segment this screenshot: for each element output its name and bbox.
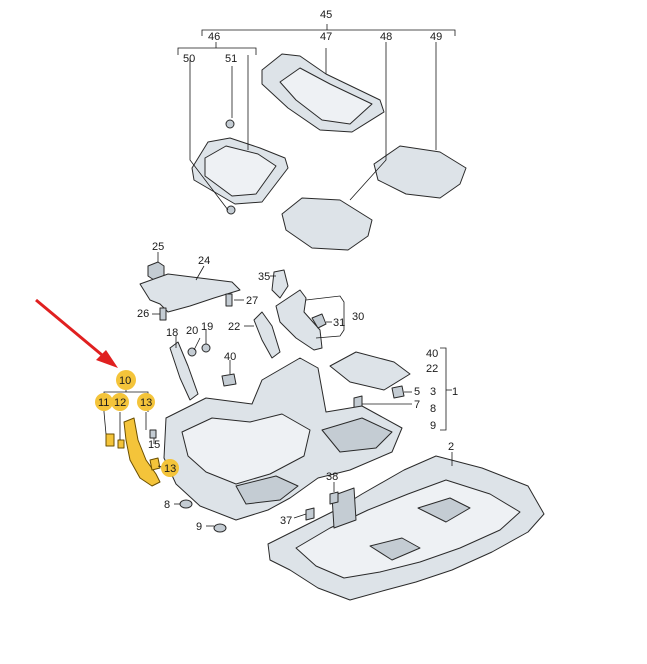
callout-10: 10 bbox=[119, 375, 131, 387]
callout-13-lower: 13 bbox=[164, 463, 176, 475]
callout-27: 27 bbox=[246, 295, 258, 307]
callout-1: 1 bbox=[452, 386, 458, 398]
callout-8-right: 8 bbox=[430, 403, 436, 415]
callout-46: 46 bbox=[208, 31, 220, 43]
callout-37: 37 bbox=[280, 515, 292, 527]
callout-22: 22 bbox=[228, 321, 240, 333]
rear-floor-mat-right bbox=[281, 197, 373, 251]
callout-13: 13 bbox=[140, 397, 152, 409]
side-trim-panel bbox=[275, 289, 323, 351]
callout-25: 25 bbox=[152, 241, 164, 253]
callout-5: 5 bbox=[414, 386, 420, 398]
fastener-part bbox=[391, 385, 405, 399]
callout-22-right: 22 bbox=[426, 363, 438, 375]
callout-9: 9 bbox=[196, 521, 202, 533]
callout-2: 2 bbox=[448, 441, 454, 453]
callout-31: 31 bbox=[333, 317, 345, 329]
callout-51: 51 bbox=[225, 53, 237, 65]
cover-cap bbox=[221, 373, 237, 387]
callout-7: 7 bbox=[414, 399, 420, 411]
callout-20: 20 bbox=[186, 325, 198, 337]
clip-part bbox=[271, 269, 289, 299]
kick-panel bbox=[253, 311, 281, 359]
callout-12: 12 bbox=[114, 397, 126, 409]
floor-carpet: 2 38 8 37 9 bbox=[163, 357, 545, 601]
highlighted-parts-group: 10 11 12 13 13 15 bbox=[95, 370, 179, 487]
callout-40-lower: 40 bbox=[224, 351, 236, 363]
callout-11: 11 bbox=[98, 397, 109, 409]
callout-3: 3 bbox=[430, 386, 436, 398]
right-parts-group: 40 22 5 3 1 7 8 9 bbox=[329, 347, 458, 432]
callout-9-right: 9 bbox=[430, 420, 436, 432]
floor-mat-group: 45 46 47 48 49 50 51 bbox=[177, 9, 467, 251]
mounting-bracket bbox=[139, 273, 241, 313]
mat-fastener bbox=[226, 205, 236, 215]
callout-47: 47 bbox=[320, 31, 332, 43]
floor-panel-cover bbox=[329, 351, 411, 391]
callout-45: 45 bbox=[320, 9, 332, 21]
callout-35: 35 bbox=[258, 271, 270, 283]
callout-49: 49 bbox=[430, 31, 442, 43]
red-arrow-icon bbox=[35, 298, 118, 368]
callout-50: 50 bbox=[183, 53, 195, 65]
callout-18: 18 bbox=[166, 327, 178, 339]
highlighted-bracket bbox=[123, 417, 161, 487]
callout-24: 24 bbox=[198, 255, 210, 267]
callout-26: 26 bbox=[137, 308, 149, 320]
sill-trim bbox=[169, 341, 199, 401]
mat-fastener bbox=[225, 119, 235, 129]
callout-30: 30 bbox=[352, 311, 364, 323]
callout-15: 15 bbox=[148, 439, 160, 451]
callout-48: 48 bbox=[380, 31, 392, 43]
callout-38: 38 bbox=[326, 471, 338, 483]
callout-19: 19 bbox=[201, 321, 213, 333]
bracket-parts-group: 25 24 35 27 26 30 31 22 18 20 19 40 bbox=[137, 241, 364, 401]
callout-8: 8 bbox=[164, 499, 170, 511]
front-floor-mat-passenger bbox=[373, 145, 467, 199]
callout-40: 40 bbox=[426, 348, 438, 360]
